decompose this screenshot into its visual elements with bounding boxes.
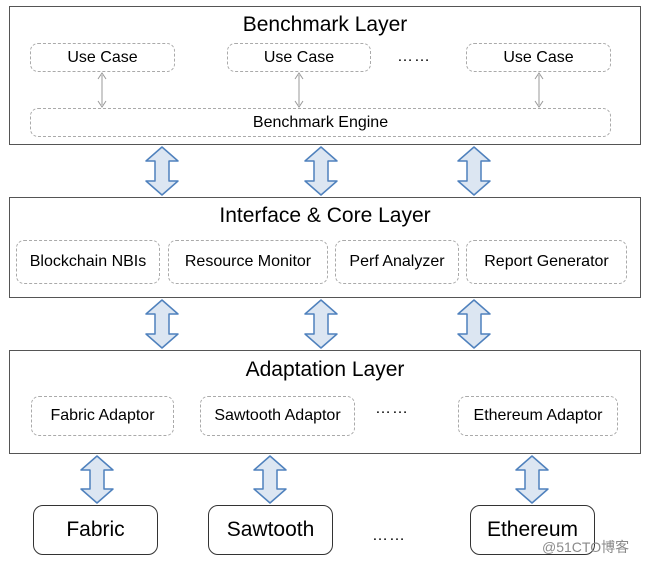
adaptation-layer: Adaptation Layer xyxy=(9,350,641,454)
platform-sawtooth: Sawtooth xyxy=(208,505,333,555)
use-case-engine-connector-2 xyxy=(294,72,304,108)
use-case-box-2: Use Case xyxy=(227,43,371,72)
adaptor-ellipsis: …… xyxy=(375,400,409,417)
benchmark-layer: Benchmark Layer xyxy=(9,6,641,145)
double-arrow-adaptation-ethereum xyxy=(515,455,549,504)
sawtooth-adaptor-box: Sawtooth Adaptor xyxy=(200,396,355,436)
platform-ethereum: Ethereum xyxy=(470,505,595,555)
platform-ellipsis: …… xyxy=(372,527,406,544)
double-arrow-core-adaptation-3 xyxy=(457,299,491,349)
double-arrow-benchmark-core-2 xyxy=(304,146,338,196)
use-case-engine-connector-1 xyxy=(97,72,107,108)
fabric-adaptor-box: Fabric Adaptor xyxy=(31,396,174,436)
resource-monitor-box: Resource Monitor xyxy=(168,240,328,284)
perf-analyzer-box: Perf Analyzer xyxy=(335,240,459,284)
report-generator-box: Report Generator xyxy=(466,240,627,284)
double-arrow-core-adaptation-2 xyxy=(304,299,338,349)
double-arrow-adaptation-sawtooth xyxy=(253,455,287,504)
blockchain-nbis-box: Blockchain NBIs xyxy=(16,240,160,284)
ethereum-adaptor-box: Ethereum Adaptor xyxy=(458,396,618,436)
core-layer: Interface & Core Layer xyxy=(9,197,641,298)
benchmark-layer-title: Benchmark Layer xyxy=(242,13,408,36)
benchmark-engine-box: Benchmark Engine xyxy=(30,108,611,137)
double-arrow-benchmark-core-3 xyxy=(457,146,491,196)
platform-fabric: Fabric xyxy=(33,505,158,555)
adaptation-layer-title: Adaptation Layer xyxy=(245,358,405,381)
use-case-ellipsis: …… xyxy=(397,48,431,65)
use-case-box-1: Use Case xyxy=(30,43,175,72)
use-case-engine-connector-3 xyxy=(534,72,544,108)
double-arrow-benchmark-core-1 xyxy=(145,146,179,196)
watermark: @51CTO博客 xyxy=(542,539,630,555)
core-layer-title: Interface & Core Layer xyxy=(219,204,431,227)
double-arrow-adaptation-fabric xyxy=(80,455,114,504)
double-arrow-core-adaptation-1 xyxy=(145,299,179,349)
use-case-box-3: Use Case xyxy=(466,43,611,72)
